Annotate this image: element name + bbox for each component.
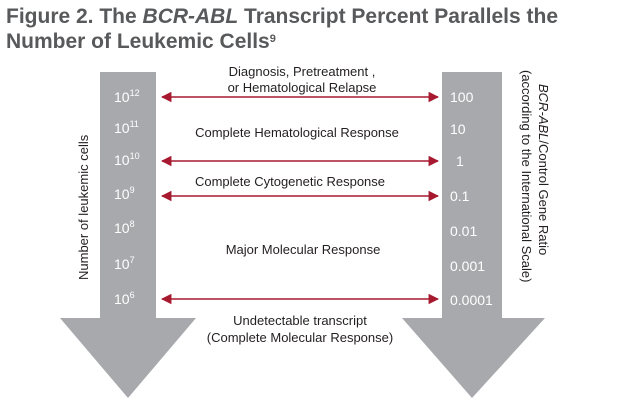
right-tick-4: 0.01 bbox=[450, 223, 477, 239]
label-diagnosis-line2: or Hematological Relapse bbox=[228, 80, 377, 95]
label-cytogenetic: Complete Cytogenetic Response bbox=[195, 174, 385, 189]
response-labels: Diagnosis, Pretreatment , or Hematologic… bbox=[195, 64, 399, 345]
left-tick-0: 1012 bbox=[114, 88, 140, 105]
label-hematological: Complete Hematological Response bbox=[195, 125, 399, 140]
left-tick-3: 109 bbox=[114, 185, 135, 202]
title-rest: Transcript Percent Parallels the Number … bbox=[6, 5, 558, 53]
response-arrows bbox=[160, 91, 440, 305]
figure-title: Figure 2. The BCR-ABL Transcript Percent… bbox=[6, 4, 618, 54]
label-undetectable-line1: Undetectable transcript bbox=[233, 313, 367, 328]
right-axis-label-rest: /Control Gene Ratio bbox=[536, 140, 551, 255]
right-tick-3: 0.1 bbox=[450, 188, 470, 204]
right-axis-label-line1: BCR-ABL/Control Gene Ratio bbox=[536, 84, 551, 255]
left-scale-arrow bbox=[60, 72, 196, 398]
left-tick-1: 1011 bbox=[114, 119, 139, 136]
right-tick-2: 1 bbox=[456, 153, 464, 169]
left-ticks: 1012 1011 1010 109 108 107 106 bbox=[114, 88, 140, 307]
right-axis-label-line2: (according to the International Scale) bbox=[519, 70, 534, 282]
right-scale-arrow bbox=[402, 72, 545, 398]
title-italic: BCR-ABL bbox=[142, 5, 239, 28]
title-prefix: Figure 2. The bbox=[6, 5, 143, 28]
label-major-molecular: Major Molecular Response bbox=[226, 242, 381, 257]
label-undetectable-line2: (Complete Molecular Response) bbox=[207, 330, 393, 345]
left-tick-2: 1010 bbox=[114, 151, 140, 168]
right-axis-label-italic: BCR-ABL bbox=[536, 84, 551, 140]
right-tick-5: 0.001 bbox=[450, 258, 485, 274]
left-axis-label: Number of leukemic cells bbox=[76, 134, 91, 280]
left-tick-6: 106 bbox=[114, 290, 135, 307]
right-tick-6: 0.0001 bbox=[450, 292, 493, 308]
right-tick-0: 100 bbox=[450, 89, 474, 105]
right-ticks: 100 10 1 0.1 0.01 0.001 0.0001 bbox=[450, 89, 493, 308]
title-reference: 9 bbox=[269, 33, 276, 45]
right-tick-1: 10 bbox=[450, 121, 466, 137]
left-tick-4: 108 bbox=[114, 219, 135, 236]
left-tick-5: 107 bbox=[114, 255, 135, 272]
label-diagnosis-line1: Diagnosis, Pretreatment , bbox=[229, 64, 376, 79]
